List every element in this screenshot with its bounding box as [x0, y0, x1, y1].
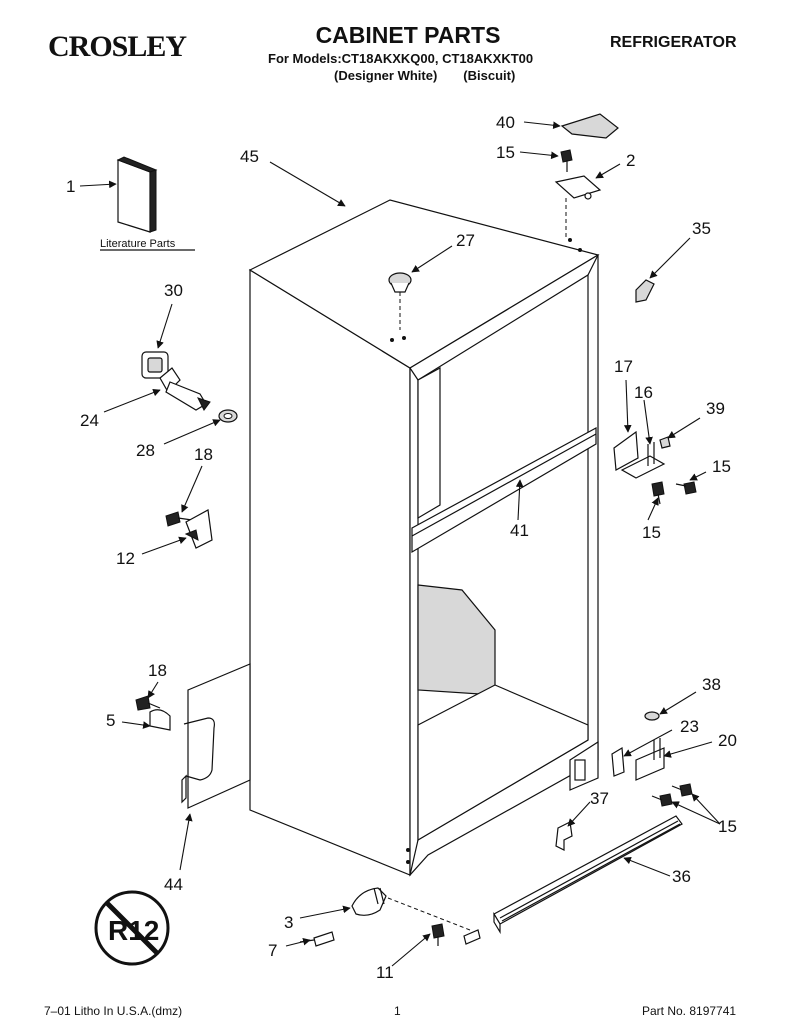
brand-logo: CROSLEY [48, 30, 187, 63]
model-info: For Models:CT18AKXKQ00, CT18AKXKT00 (Des… [268, 50, 548, 84]
r12-no-refrigerant-symbol: R12 [94, 890, 170, 966]
callout-35: 35 [692, 219, 711, 238]
cabinet-shell [248, 199, 600, 877]
callout-5: 5 [106, 711, 115, 730]
leveling-screw [299, 931, 335, 947]
upper-left-bracket [165, 509, 213, 549]
callout-30: 30 [164, 281, 183, 300]
callout-38: 38 [702, 675, 721, 694]
bottom-screw [431, 923, 481, 946]
callout-2: 2 [626, 151, 635, 170]
callout-numbers: 40 15 2 45 1 27 35 30 17 16 39 24 15 28 … [66, 113, 737, 982]
footer-part-number: Part No. 8197741 [642, 1004, 737, 1018]
callout-37: 37 [590, 789, 609, 808]
top-hinge-screw [560, 149, 573, 172]
callout-17: 17 [614, 357, 633, 376]
callout-39: 39 [706, 399, 725, 418]
callout-36: 36 [672, 867, 691, 886]
literature-caption: Literature Parts [100, 238, 176, 250]
handle-bushing [141, 351, 169, 379]
callout-18-lower: 18 [148, 661, 167, 680]
lower-right-screws [651, 783, 693, 807]
top-hinge-cover [560, 113, 619, 139]
callout-20: 20 [718, 731, 737, 750]
callout-12: 12 [116, 549, 135, 568]
leader-lines [79, 121, 721, 967]
callout-11: 11 [376, 963, 394, 982]
callout-18-upper: 18 [194, 445, 213, 464]
handle-stud [159, 367, 211, 411]
model-colors: (Designer White) (Biscuit) [268, 67, 548, 84]
callout-15-lower: 15 [642, 523, 661, 542]
product-category: REFRIGERATOR [610, 34, 737, 51]
callout-7: 7 [268, 941, 277, 960]
models-line: For Models:CT18AKXKQ00, CT18AKXKT00 [268, 51, 534, 66]
callout-15-top: 15 [496, 143, 515, 162]
grille-clip [555, 821, 573, 851]
top-hinge [554, 175, 602, 238]
callout-16: 16 [634, 383, 653, 402]
callout-15-bottom: 15 [718, 817, 737, 836]
lower-right-hinge [611, 711, 665, 781]
bottom-hinge-bracket [569, 740, 599, 791]
footer-litho: 7–01 Litho In U.S.A.(dmz) [44, 1004, 183, 1018]
color-designer-white: (Designer White) [334, 68, 438, 83]
mullion-bar [411, 426, 597, 554]
callout-23: 23 [680, 717, 699, 736]
callout-28: 28 [136, 441, 155, 460]
callout-27: 27 [456, 231, 475, 250]
toe-grille [493, 815, 683, 935]
callout-45: 45 [240, 147, 259, 166]
hinge-cap [635, 279, 655, 303]
literature-parts-book [116, 156, 158, 233]
footer-page-number: 1 [394, 1004, 401, 1018]
color-biscuit: (Biscuit) [463, 68, 516, 83]
callout-15-right: 15 [712, 457, 731, 476]
callout-3: 3 [284, 913, 293, 932]
top-plug [388, 272, 412, 330]
lower-left-bracket [135, 695, 171, 731]
center-hinge-screws [651, 481, 697, 505]
center-hinge-bracket [613, 430, 671, 479]
door-stop-bracket [181, 663, 251, 809]
callout-41: 41 [510, 521, 529, 540]
page-title: CABINET PARTS [315, 22, 501, 48]
washer [218, 409, 238, 423]
callout-44: 44 [164, 875, 183, 894]
callout-24: 24 [80, 411, 99, 430]
callout-1: 1 [66, 177, 75, 196]
leveling-leg-bracket [351, 887, 387, 916]
callout-40: 40 [496, 113, 515, 132]
